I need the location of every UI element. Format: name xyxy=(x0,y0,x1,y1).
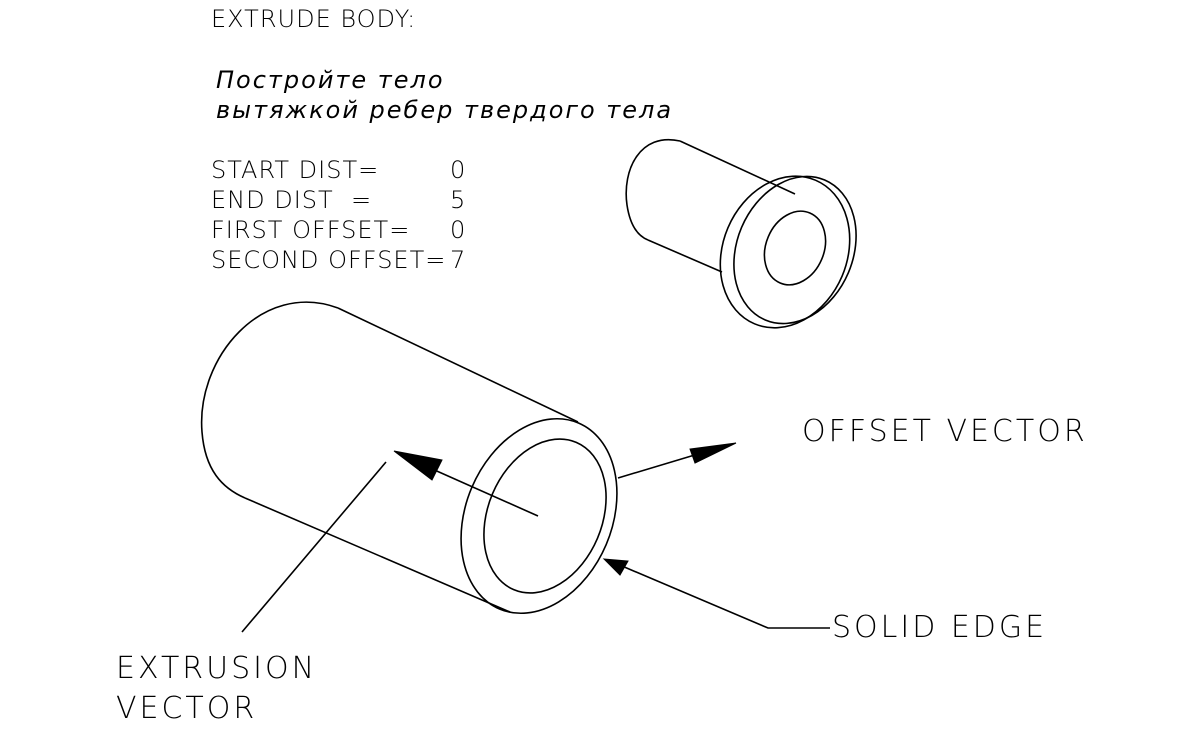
offset-arrowhead xyxy=(689,442,737,464)
bushing-flange-rim xyxy=(719,175,851,329)
bushing-flange-face xyxy=(733,175,857,325)
extrusion-arrowhead xyxy=(393,450,443,481)
offset-vector-label: OFFSET VECTOR xyxy=(802,414,1088,449)
tube-front-inner xyxy=(483,438,607,594)
tube-bottom-edge xyxy=(244,497,511,613)
param-first-offset-label: FIRST OFFSET= xyxy=(211,216,411,244)
bushing-top-edge xyxy=(679,140,796,195)
flanged-bushing xyxy=(625,138,857,329)
tube-back-end xyxy=(200,301,339,499)
bushing-bottom-edge xyxy=(647,239,723,273)
extrusion-vector-leader xyxy=(241,461,387,633)
solid-edge-arrowhead xyxy=(602,558,629,576)
extrusion-vector-label-line1: EXTRUSION xyxy=(116,651,318,686)
extrusion-vector-arrow xyxy=(393,450,539,517)
bushing-back-end xyxy=(625,138,681,241)
tube-top-edge xyxy=(337,307,579,423)
param-start-dist-label: START DIST= xyxy=(211,156,380,184)
prompt-line-1: Постройте тело xyxy=(216,66,445,94)
solid-edge-label: SOLID EDGE xyxy=(832,610,1048,645)
param-second-offset-value: 7 xyxy=(450,246,467,274)
prompt-line-2: вытяжкой ребер твердого тела xyxy=(216,96,674,124)
tube-front-outer xyxy=(460,417,618,615)
param-second-offset-label: SECOND OFFSET= xyxy=(211,246,447,274)
bushing-bore xyxy=(763,210,827,286)
extrusion-vector-label-line2: VECTOR xyxy=(116,691,258,726)
solid-edge-leader xyxy=(602,558,830,629)
param-end-dist-label: END DIST = xyxy=(211,186,373,214)
command-title: EXTRUDE BODY: xyxy=(211,5,417,33)
param-start-dist-value: 0 xyxy=(450,156,467,184)
param-first-offset-value: 0 xyxy=(450,216,467,244)
offset-vector-arrow xyxy=(617,442,737,479)
param-end-dist-value: 5 xyxy=(450,186,467,214)
extruded-tube xyxy=(200,301,618,615)
